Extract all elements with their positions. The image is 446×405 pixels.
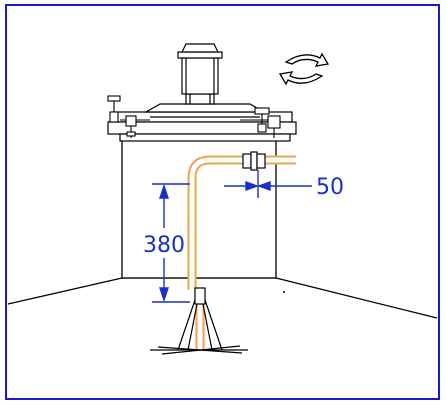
mixer-motor [177,43,223,105]
room-outline [7,277,438,319]
height-dimension-value: 380 [143,233,185,258]
offset-dimension [224,170,312,198]
rotate-arrows-icon [278,52,330,86]
height-dimension [152,183,190,303]
tank-lid [107,103,297,142]
diagram-frame [5,4,440,400]
lid-clamp-left [107,95,150,138]
pipe-stand [150,287,248,355]
pipe-coupling [242,151,266,171]
offset-dimension-value: 50 [316,175,344,200]
lid-clamp-right [240,107,281,138]
floor-marker [283,291,285,293]
